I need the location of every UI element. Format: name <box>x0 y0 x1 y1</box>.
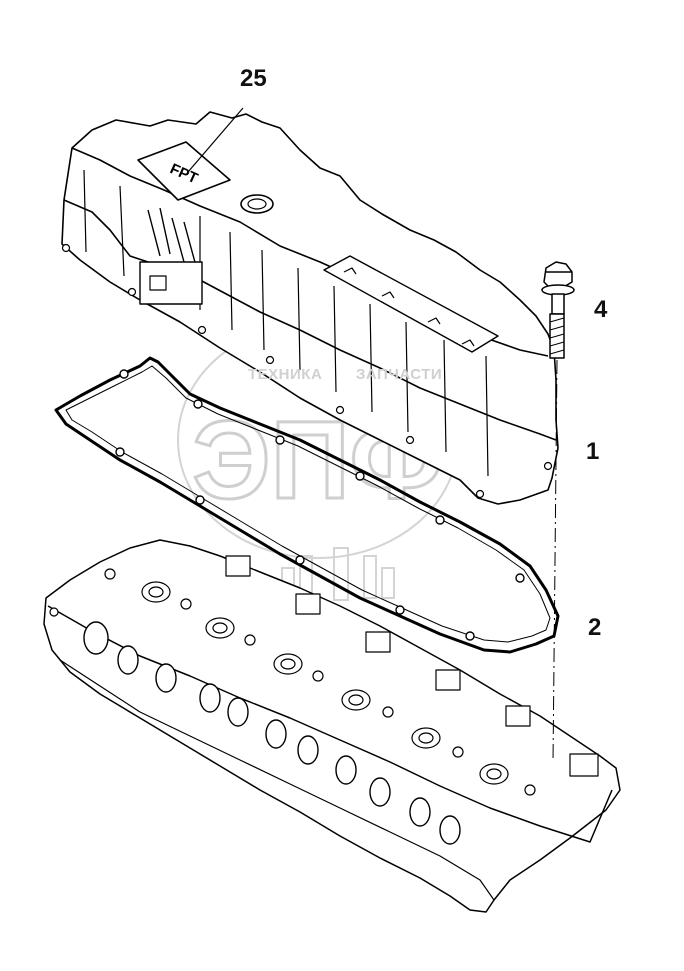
gasket <box>54 356 560 654</box>
callout-label-valve-cover: 25 <box>240 65 267 92</box>
cover-flange-holes <box>61 243 553 499</box>
valve-cover: FPT <box>61 111 559 505</box>
watermark-text-right: ЗАПЧАСТИ <box>356 366 443 383</box>
bolt-centerline <box>552 359 558 763</box>
callout-label-cylinder-head: 2 <box>588 614 602 641</box>
leader-lines <box>187 107 244 173</box>
watermark-text-left: ТЕХНИКА <box>248 366 323 383</box>
callout-label-gasket: 1 <box>586 438 600 465</box>
head-ports <box>83 621 461 845</box>
callout-label-bolt: 4 <box>594 296 608 323</box>
leader-25 <box>187 107 244 173</box>
watermark-columns <box>281 547 395 601</box>
bolt <box>541 261 575 359</box>
cylinder-head <box>43 539 621 913</box>
head-top-features <box>49 555 599 796</box>
gasket-bolt-holes <box>115 369 525 641</box>
